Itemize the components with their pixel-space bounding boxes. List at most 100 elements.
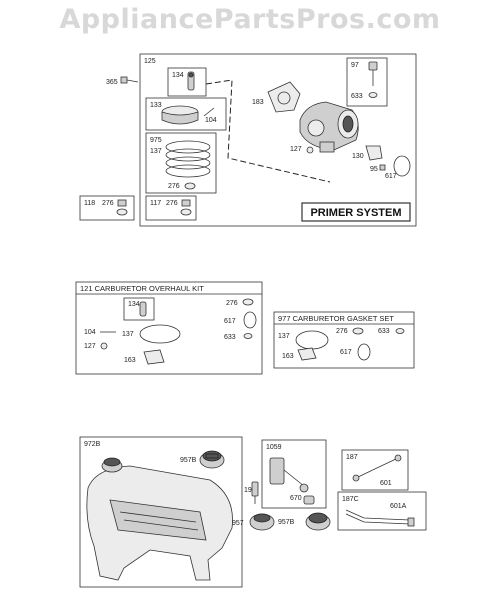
fuel-cap-957b-part bbox=[199, 450, 225, 469]
bracket-187c-part bbox=[345, 509, 415, 527]
label-133: 133 bbox=[150, 102, 162, 109]
washer-276-kit-part bbox=[242, 298, 254, 306]
label-276-b: 276 bbox=[102, 200, 114, 207]
washer-276-part bbox=[184, 182, 196, 190]
part-box-187 bbox=[341, 449, 409, 491]
label-130: 130 bbox=[352, 153, 364, 160]
gasket-label-137: 137 bbox=[278, 333, 290, 340]
part-box-1059 bbox=[261, 439, 327, 509]
label-633: 633 bbox=[351, 93, 363, 100]
fuel-line-1059-part bbox=[269, 457, 309, 493]
label-137: 137 bbox=[150, 148, 162, 155]
assembly-line bbox=[205, 79, 331, 183]
clamp-670-part bbox=[303, 495, 315, 505]
part-box-117 bbox=[145, 195, 197, 221]
label-97: 97 bbox=[351, 62, 359, 69]
kit-label-617: 617 bbox=[224, 318, 236, 325]
float-133-part bbox=[161, 105, 199, 125]
kit-label-137: 137 bbox=[122, 331, 134, 338]
gasket-label-276: 276 bbox=[336, 328, 348, 335]
washer-276-set-part bbox=[352, 327, 364, 335]
label-127: 127 bbox=[290, 146, 302, 153]
label-1059: 1059 bbox=[266, 444, 282, 451]
gasket-183-part bbox=[267, 81, 301, 113]
label-183: 183 bbox=[252, 99, 264, 106]
label-187c: 187C bbox=[342, 496, 359, 503]
label-276: 276 bbox=[168, 183, 180, 190]
label-617: 617 bbox=[385, 173, 397, 180]
label-957b-2: 957B bbox=[278, 519, 295, 526]
gasket-label-163: 163 bbox=[282, 353, 294, 360]
plate-130-part bbox=[365, 145, 383, 161]
seal-633-kit-part bbox=[243, 333, 253, 339]
gasket-163-set-part bbox=[297, 347, 317, 361]
primer-system-box bbox=[139, 53, 417, 227]
kit-label-134: 134 bbox=[128, 301, 140, 308]
label-957: 957 bbox=[232, 520, 244, 527]
part-box-133 bbox=[145, 97, 227, 131]
label-276-c: 276 bbox=[166, 200, 178, 207]
bowl-nut-118-part bbox=[116, 199, 128, 216]
o-ring-617-set-part bbox=[357, 343, 371, 361]
part-box-134-kit bbox=[123, 297, 155, 321]
screw-365-part bbox=[120, 76, 139, 84]
gasket-137-kit-part bbox=[139, 324, 181, 344]
label-104: 104 bbox=[205, 117, 217, 124]
fuel-cap-957b-2-part bbox=[305, 512, 331, 531]
bracket-187-part bbox=[352, 454, 402, 482]
gasket-137-set-part bbox=[295, 330, 329, 350]
primer-system-title: PRIMER SYSTEM bbox=[310, 207, 401, 219]
primer-bulb-134-part bbox=[187, 71, 195, 91]
kit-label-127: 127 bbox=[84, 343, 96, 350]
kit-label-633: 633 bbox=[224, 334, 236, 341]
gasket-set-box bbox=[273, 311, 415, 369]
seal-633-part bbox=[368, 92, 378, 98]
o-ring-617-kit-part bbox=[243, 311, 257, 329]
pin-104-part bbox=[203, 107, 215, 117]
plug-127-part bbox=[306, 146, 314, 154]
kit-label-104: 104 bbox=[84, 329, 96, 336]
part-box-975 bbox=[145, 132, 217, 194]
plug-127-kit-part bbox=[100, 342, 108, 350]
label-365: 365 bbox=[106, 79, 118, 86]
filter-190-part bbox=[251, 481, 259, 504]
overhaul-kit-title: 121 CARBURETOR OVERHAUL KIT bbox=[80, 284, 204, 293]
label-957b: 957B bbox=[180, 457, 197, 464]
gasket-label-633: 633 bbox=[378, 328, 390, 335]
label-118: 118 bbox=[84, 200, 95, 207]
gasket-163-kit-part bbox=[143, 349, 165, 365]
gasket-set-title: 977 CARBURETOR GASKET SET bbox=[278, 314, 394, 323]
screw-95-part bbox=[379, 164, 386, 171]
bowl-nut-117-part bbox=[180, 199, 192, 216]
label-601a: 601A bbox=[390, 503, 407, 510]
fuel-tank-part bbox=[86, 457, 233, 581]
primer-bulb-134-kit-part bbox=[139, 301, 147, 317]
o-ring-617-part bbox=[393, 155, 411, 177]
carburetor-body-part bbox=[299, 101, 359, 153]
label-190: 190 bbox=[244, 487, 256, 494]
label-95: 95 bbox=[370, 166, 378, 173]
label-134: 134 bbox=[172, 72, 184, 79]
label-187: 187 bbox=[346, 454, 358, 461]
part-box-134 bbox=[167, 67, 207, 97]
gasket-label-617: 617 bbox=[340, 349, 352, 356]
part-box-187c bbox=[337, 491, 427, 531]
watermark: AppliancePartsPros.com bbox=[59, 4, 441, 35]
fuel-tank-box bbox=[79, 436, 243, 588]
overhaul-kit-box bbox=[75, 281, 263, 375]
kit-label-163: 163 bbox=[124, 357, 136, 364]
label-972b: 972B bbox=[84, 441, 101, 448]
label-975: 975 bbox=[150, 137, 162, 144]
part-box-118 bbox=[79, 195, 135, 221]
part-box-97 bbox=[346, 57, 388, 107]
fuel-cap-957-part bbox=[249, 513, 275, 531]
gasket-rings-137-part bbox=[165, 140, 211, 178]
kit-label-276: 276 bbox=[226, 300, 238, 307]
throttle-shaft-97-part bbox=[368, 61, 378, 86]
label-601: 601 bbox=[380, 480, 392, 487]
label-117: 117 bbox=[150, 200, 161, 207]
seal-633-set-part bbox=[395, 328, 405, 334]
label-125: 125 bbox=[144, 58, 156, 65]
label-670: 670 bbox=[290, 495, 302, 502]
